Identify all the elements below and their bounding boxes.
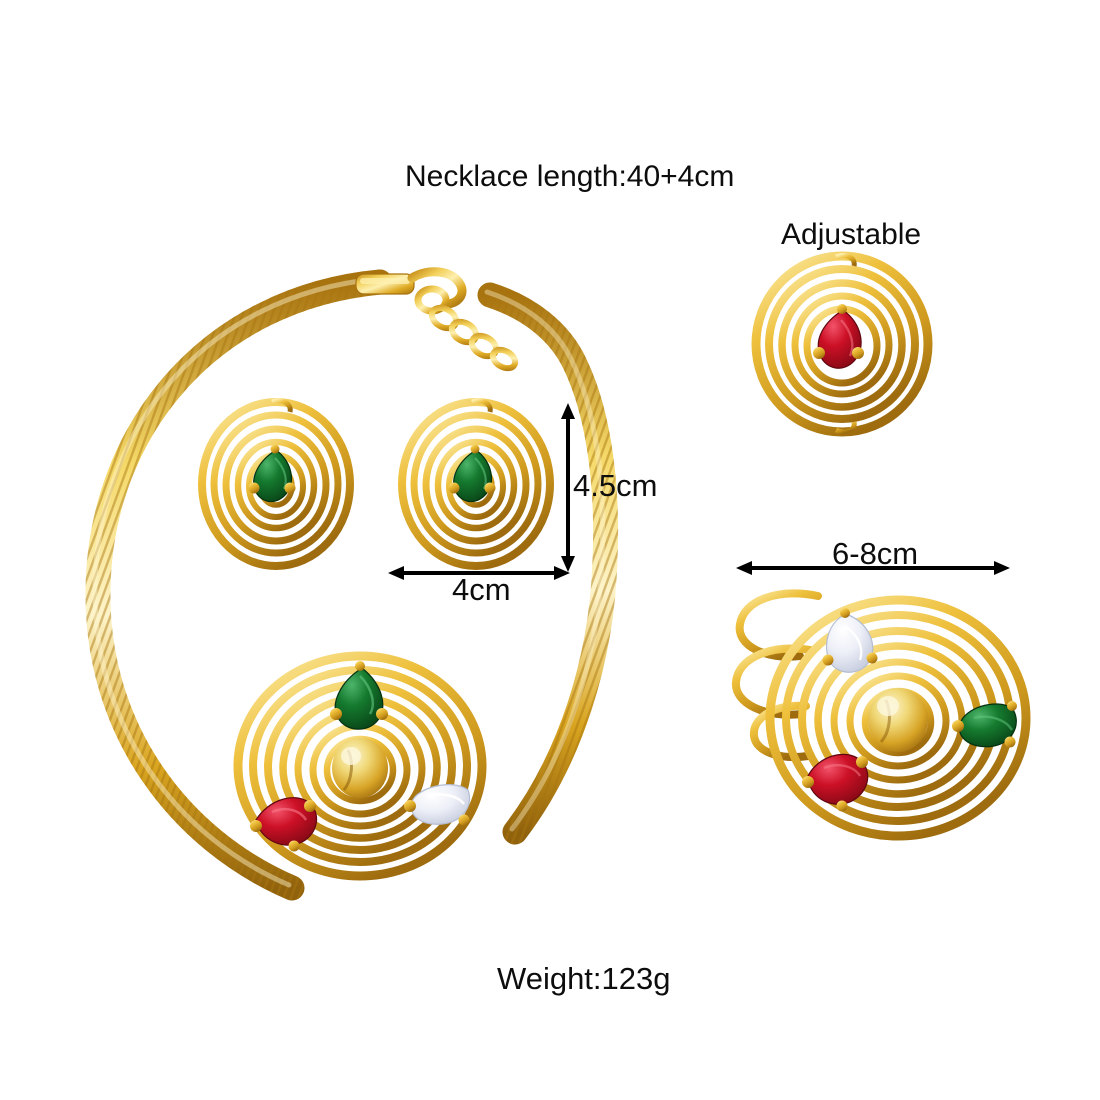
earring-right (398, 398, 554, 570)
bracelet-gem-red (802, 753, 869, 812)
bracelet-width-dimension (736, 561, 1010, 575)
pendant-gem-clear (404, 784, 471, 826)
necklace (85, 267, 619, 901)
necklace-length-label: Necklace length:40+4cm (405, 160, 735, 193)
bracelet-gem-green (952, 701, 1017, 748)
bracelet (732, 589, 1031, 841)
earring-left-gem-green (248, 444, 296, 503)
weight-label: Weight:123g (497, 961, 671, 996)
ring-spiral (751, 251, 933, 437)
ring-adjustable-label: Adjustable (781, 218, 922, 251)
necklace-pendant (233, 651, 487, 881)
ring-gem-red (813, 304, 864, 369)
ring (751, 251, 933, 437)
necklace-extender-chain (428, 304, 519, 372)
earring-right-spiral (398, 398, 554, 570)
pendant-gem-red (250, 797, 318, 852)
earring-width-dimension (388, 566, 570, 580)
earring-left-spiral (198, 398, 354, 570)
earring-right-gem-green (448, 444, 496, 503)
bracelet-gem-clear (822, 608, 878, 673)
necklace-chain (85, 269, 619, 901)
pendant-center-dome (332, 738, 388, 798)
earring-width-label: 4cm (452, 572, 511, 607)
earring-height-label: 4.5cm (573, 468, 658, 503)
earring-height-dimension (561, 403, 575, 572)
earring-left (198, 398, 354, 570)
bracelet-size-label: 6-8cm (832, 536, 919, 571)
pendant-gem-green (330, 661, 388, 730)
bracelet-center-dome (868, 688, 928, 752)
